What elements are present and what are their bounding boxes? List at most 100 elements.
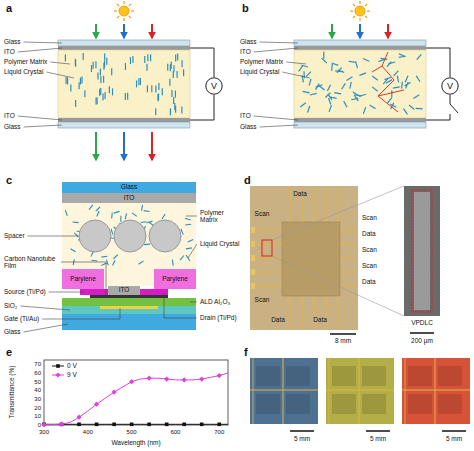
scattered-light [378,52,398,112]
liquid-crystal-molecule [170,64,171,71]
tick-label: 700 [214,429,224,436]
signal-label: Scan [362,246,377,253]
data-marker [76,415,81,420]
pixel [286,394,310,414]
scale-label: 5 mm [446,435,462,442]
liquid-crystal-molecule [356,61,358,68]
panel-letter: f [244,346,248,358]
layer-label: Liquid Crystal [240,68,279,75]
liquid-crystal-molecule [67,78,68,85]
electrode-trace [253,358,254,424]
part-label: Spacer [4,232,25,239]
liquid-crystal-molecule [83,53,84,60]
data-marker [41,422,46,427]
leader-line [286,62,306,64]
spacer-bead [79,220,111,252]
liquid-crystal-molecule [140,78,141,85]
tick-label: 10 [34,413,41,420]
liquid-crystal-molecule [359,73,366,76]
leader-line [260,42,298,43]
scale-label: 5 mm [370,435,386,442]
pixel [438,366,462,386]
liquid-crystal-molecule [139,261,144,264]
light-ray [151,24,153,38]
liquid-crystal-molecule [183,69,184,76]
signal-label: Data [292,190,308,197]
electrode-trace [340,230,356,231]
liquid-crystal-molecule [81,77,82,84]
liquid-crystal-molecule [101,256,107,258]
leader-line [190,302,197,303]
liquid-crystal-molecule [404,83,410,86]
liquid-crystal-molecule [66,77,67,84]
liquid-crystal-molecule [75,59,76,66]
scale-bar [410,332,434,334]
liquid-crystal-molecule [181,107,182,114]
liquid-crystal-molecule [323,52,324,59]
liquid-crystal-molecule [306,72,311,77]
liquid-crystal-molecule [113,255,117,259]
liquid-crystal-molecule [171,90,172,97]
scattered-light [372,66,382,72]
layer-label: ITO [240,112,251,119]
electrode-trace [326,390,394,391]
liquid-crystal-molecule [96,97,97,104]
tick-label: 70 [34,361,41,368]
part-label: Liquid Crystal [200,240,239,247]
pixel-outline [412,190,432,312]
liquid-crystal-molecule [91,65,92,72]
liquid-crystal-molecule [91,260,97,262]
pixel [408,394,432,414]
electrode-trace [314,188,315,222]
signal-label: Data [362,278,376,285]
liquid-crystal-molecule [89,205,93,210]
liquid-crystal-molecule [100,69,101,76]
tick-label: 40 [34,387,41,394]
liquid-crystal-molecule [147,221,153,223]
data-marker [60,423,64,427]
node-text: Parylene [162,276,188,283]
circle-outline [442,78,458,94]
scale-bar [290,430,314,432]
liquid-crystal-molecule [104,60,105,67]
liquid-crystal-molecule [95,61,96,68]
scale-bar [330,333,356,335]
liquid-crystal-molecule [180,256,184,261]
sun-ray [365,4,367,6]
glass-layer [62,314,196,330]
data-marker [130,423,134,427]
layer-label: ITO [240,48,251,55]
panel-letter: a [6,2,12,14]
liquid-crystal-molecule [384,77,391,79]
electrode-trace [338,188,339,222]
liquid-crystal-molecule [147,54,148,61]
tick-label: 300 [39,429,49,436]
signal-label: Scan [362,214,377,221]
signal-label: Data [312,316,328,323]
layer-label: Glass [4,38,21,45]
zoom-box [262,240,272,256]
tick-label: 50 [34,378,41,385]
liquid-crystal-molecule [150,54,151,61]
pixel-array [282,222,340,296]
electrode-trace [435,358,436,424]
scale-bar [442,430,466,432]
tick-label: 400 [83,429,93,436]
liquid-crystal-molecule [310,93,317,95]
glass-layer [294,40,426,46]
contact-pad [251,255,255,261]
leader-line [42,308,120,319]
liquid-crystal-molecule [319,86,325,90]
liquid-crystal-molecule [97,211,99,217]
liquid-crystal-molecule [397,76,398,83]
signal-label: Scan [254,210,271,217]
liquid-crystal-molecule [299,66,303,72]
liquid-crystal-molecule [111,212,113,218]
light-ray [123,132,125,160]
liquid-crystal-molecule [75,100,76,107]
spacer-bead [114,220,146,252]
liquid-crystal-molecule [174,103,175,110]
part-label: Source (Ti/Pd) [4,288,46,295]
liquid-crystal-molecule [147,85,148,92]
electrode-trace [252,230,282,231]
